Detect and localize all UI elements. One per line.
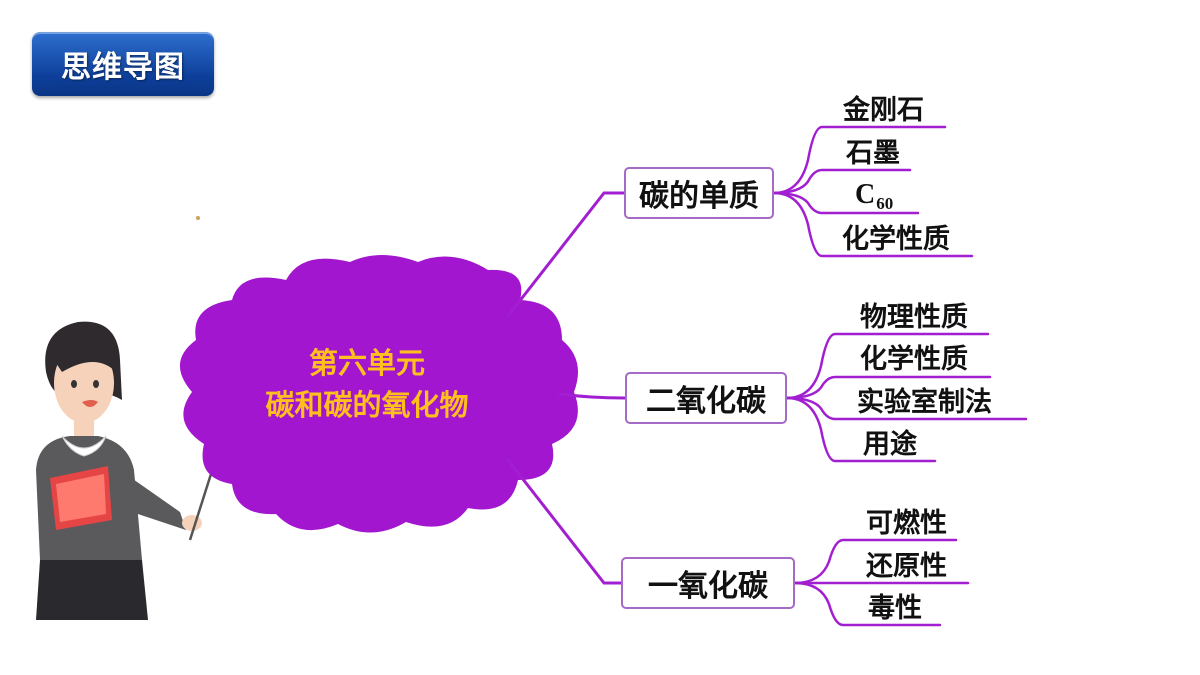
leaf-flammability: 可燃性	[866, 508, 947, 539]
c60-subscript: 60	[876, 194, 894, 213]
center-cloud	[179, 255, 578, 533]
center-line-1: 第六单元	[308, 346, 425, 380]
fan-carbon-elements-1	[772, 168, 912, 195]
fan-carbon-elements-2	[772, 191, 920, 215]
fan-carbon-dioxide-1	[785, 375, 992, 400]
fan-carbon-monoxide-0	[793, 538, 958, 585]
leaf-c60: C60	[855, 180, 893, 219]
branch-lines	[506, 125, 1028, 627]
title-text: 思维导图	[61, 50, 185, 85]
c60-base: C	[855, 179, 876, 210]
fan-carbon-dioxide-3	[785, 396, 937, 463]
fan-carbon-monoxide-2	[793, 581, 942, 627]
fan-carbon-elements-0	[772, 125, 947, 195]
fan-carbon-dioxide-0	[785, 332, 990, 400]
node-carbon-elements: 碳的单质	[624, 167, 774, 219]
leaf-uses: 用途	[863, 429, 917, 460]
node-carbon-dioxide: 二氧化碳	[625, 372, 787, 424]
leaf-chemical-properties-1: 化学性质	[842, 224, 950, 255]
connector-to-carbon-monoxide	[506, 458, 623, 585]
leaf-physical-properties: 物理性质	[860, 302, 968, 333]
center-line-2: 碳和碳的氧化物	[265, 388, 469, 422]
leaf-diamond: 金刚石	[843, 95, 924, 126]
fan-carbon-elements-3	[772, 191, 974, 258]
connector-to-carbon-dioxide	[558, 392, 627, 400]
teacher-illustration	[36, 321, 220, 620]
decoration-dot	[196, 216, 200, 220]
leaf-reducibility: 还原性	[866, 551, 947, 582]
leaf-graphite: 石墨	[846, 138, 900, 169]
node-carbon-monoxide: 一氧化碳	[621, 557, 795, 609]
title-badge: 思维导图	[32, 32, 214, 96]
leaf-lab-preparation: 实验室制法	[857, 387, 992, 418]
leaf-chemical-properties-2: 化学性质	[860, 344, 968, 375]
fan-carbon-dioxide-2	[785, 396, 1028, 421]
connector-to-carbon-elements	[506, 191, 626, 318]
leaf-toxicity: 毒性	[868, 593, 922, 624]
